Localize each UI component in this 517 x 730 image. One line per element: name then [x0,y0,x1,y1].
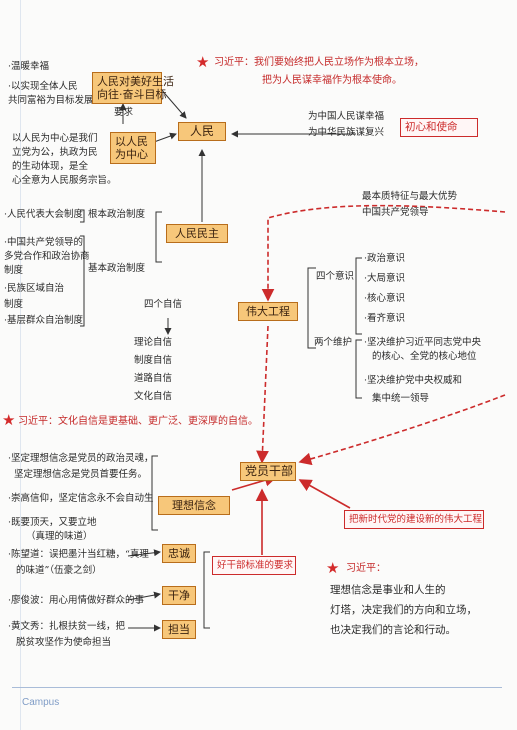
quote-line: 理想信念是事业和人生的 [330,584,446,596]
example-text: 脱贫攻坚作为使命担当 [16,637,112,648]
ideals-item: 坚定理想信念是党员首要任务。 [14,469,148,480]
quote-line: 习近平：文化自信是更基础、更广泛、更深厚的自信。 [18,416,258,427]
note-text: 立党为公，执政为民 [12,147,98,158]
label-yaoqiu: 要求 [114,107,134,118]
leadership-text: 最本质特征与最大优势 [362,191,458,202]
ideals-item: ·既要顶天，又要立地 [8,517,97,528]
confidence-item: 制度自信 [134,355,173,366]
ideals-item: （真理的味道） [26,531,93,542]
bracket-qualities [203,551,210,629]
box-label: 为中心 [115,148,148,161]
quote-speaker: 习近平： [346,563,386,574]
democracy-item: ·基层群众自治制度 [4,315,84,326]
star-icon: ★ [196,53,210,71]
link-reform-cadre [298,479,351,509]
democracy-item: ·人民代表大会制度 [4,209,84,220]
democracy-item: 制度 [4,299,24,310]
uphold-item: ·坚决维护习近平同志党中央 [364,337,482,348]
four-confidence-title: 四个自信 [144,299,183,310]
consciousness-item: ·核心意识 [364,293,406,304]
confidence-item: 文化自信 [134,391,173,402]
democracy-item: ·中国共产党领导的 [4,237,84,248]
link-right-cadre [298,394,506,466]
bracket-fundamental [80,209,85,223]
bracket-basic [80,235,85,327]
ideals-item: ·崇高信仰，坚定信念永不会自动生 [8,493,154,504]
consciousness-item: ·大局意识 [364,273,406,284]
party-box: 伟大工程 [238,302,298,321]
link-goal-people [159,87,187,119]
bracket-consciousness [355,257,362,335]
mission-box: 初心和使命 [400,118,478,137]
note-text: 的生动体现，是全 [12,161,89,172]
confidence-item: 道路自信 [134,373,173,384]
link-party-cadre [256,325,269,464]
democracy-box: 人民民主 [166,224,228,243]
label-basic: 基本政治制度 [88,263,146,274]
consciousness-item: ·政治意识 [364,253,406,264]
democracy-item: 多党合作和政治协商 [4,251,90,262]
mission-text: 为中华民族谋复兴 [308,127,385,138]
confidence-item: 理论自信 [134,337,173,348]
quote-line: 把为人民谋幸福作为根本使命。 [262,75,402,86]
quote-line: 也决定我们的言论和行动。 [330,624,456,636]
quote-line: 灯塔，决定我们的方向和立场， [330,604,477,616]
quality-responsible-box: 担当 [162,620,196,639]
bracket-democracy [155,211,162,263]
margin-line [20,0,21,730]
quality-clean-box: 干净 [162,586,196,605]
note-text: 心全意为人民服务宗旨。 [12,175,117,186]
democracy-item: ·民族区域自治 [4,283,65,294]
note-text: 共同富裕为目标发展 [8,95,94,106]
uphold-item: 集中统一领导 [372,393,430,404]
reform-box: 把新时代党的建设新的伟大工程 [344,510,484,529]
mission-text: 为中国人民谋幸福 [308,111,385,122]
link-leadership-party [261,204,506,302]
example-text: ·廖俊波：用心用情做好群众的事 [8,595,145,606]
box-label: 以人民 [115,135,148,148]
link-center-people [153,132,177,143]
example-text: 的味道”（伍豪之剑） [16,565,102,576]
cadre-box: 党员干部 [240,462,296,481]
label-fundamental: 根本政治制度 [88,209,146,220]
people-box: 人民 [178,122,226,141]
bracket-ideals [151,455,158,531]
bracket-party [307,267,316,349]
bracket-upholds [355,339,362,399]
democracy-item: 制度 [4,265,24,276]
star-icon: ★ [2,411,16,429]
star-icon: ★ [326,559,340,577]
center-box: 以人民 为中心 [110,132,156,164]
label-two-upholds: 两个维护 [314,337,353,348]
consciousness-item: ·看齐意识 [364,313,406,324]
box-label: 人民对美好生活 [97,75,174,88]
note-text: ·温暖幸福 [8,61,50,72]
note-text: 以人民为中心是我们 [12,133,98,144]
cadre-standard-box: 好干部标准的要求 [212,556,296,575]
box-label: 向往·奋斗目标 [97,88,167,101]
uphold-item: 的核心、全党的核心地位 [372,351,477,362]
quote-line: 习近平：我们要始终把人民立场作为根本立场， [214,57,424,68]
bottom-rule [12,687,502,688]
notebook-brand: Campus [22,697,60,708]
uphold-item: ·坚决维护党中央权威和 [364,375,463,386]
ideals-box: 理想信念 [158,496,230,515]
example-text: ·陈望道：误把墨汁当红糖，“真理 [8,549,149,560]
goal-box: 人民对美好生活 向往·奋斗目标 [92,72,174,104]
quality-loyal-box: 忠诚 [162,544,196,563]
label-four-consciousness: 四个意识 [316,271,355,282]
leadership-text: 中国共产党领导 [362,207,429,218]
note-text: ·以实现全体人民 [8,81,78,92]
ideals-item: ·坚定理想信念是党员的政治灵魂， [8,453,154,464]
example-text: ·黄文秀：扎根扶贫一线，把 [8,621,126,632]
